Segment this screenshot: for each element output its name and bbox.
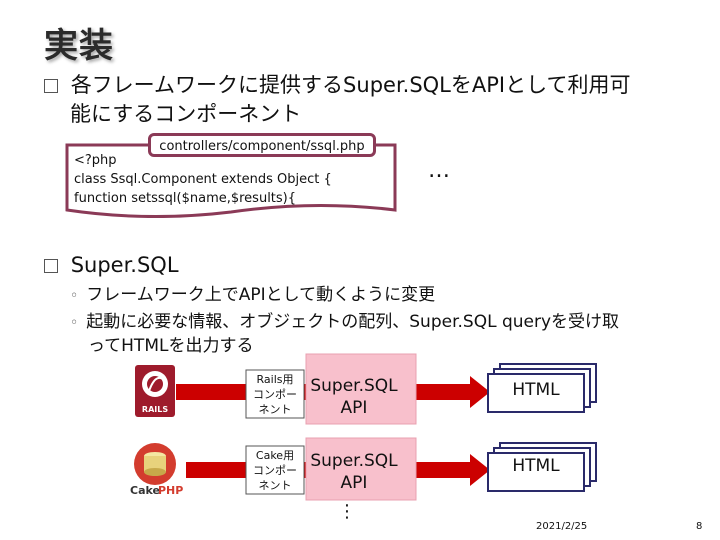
html-page-stack-front	[487, 373, 585, 413]
code-snippet: <?php class Ssql.Component extends Object…	[74, 151, 332, 208]
cakephp-logo-text-a: Cake	[130, 484, 160, 497]
api-box-row-1	[305, 353, 417, 425]
bullet-1-line-1: 各フレームワークに提供するSuper.SQLをAPIとして利用可	[70, 73, 631, 97]
code-line: class Ssql.Component extends Object {	[74, 172, 332, 187]
bullet-1: 各フレームワークに提供するSuper.SQLをAPIとして利用可	[44, 70, 630, 100]
code-line: function setssql($name,$results){	[74, 191, 297, 206]
flow-diagram	[176, 353, 597, 501]
sub-bullet-1: ◦ フレームワーク上でAPIとして動くように変更	[70, 282, 435, 310]
bullet-2: Super.SQL	[44, 250, 179, 280]
code-document-shape	[65, 143, 397, 218]
label-line: コンポー	[253, 388, 297, 401]
api-label-row-2: Super.SQL API	[306, 450, 402, 494]
cakephp-logo: Cake PHP	[124, 440, 186, 498]
more-ellipsis: …	[428, 158, 453, 183]
api-label-line: Super.SQL	[310, 376, 398, 396]
html-output-row-1: HTML	[512, 380, 560, 400]
api-label-line: API	[340, 473, 368, 493]
footer-date: 2021/2/25	[536, 521, 588, 532]
api-label-line: API	[340, 398, 368, 418]
html-page-stack-front	[487, 452, 585, 492]
label-line: Cake用	[255, 449, 295, 462]
code-line: <?php	[74, 153, 117, 168]
continue-dots: ⋮	[338, 501, 356, 522]
circle-bullet-icon: ◦	[70, 315, 79, 331]
api-box-row-2	[305, 437, 417, 501]
bullet-1-line-2: 能にするコンポーネント	[70, 102, 302, 126]
slide-title: 実装	[44, 26, 114, 66]
api-label-row-1: Super.SQL API	[306, 375, 402, 419]
html-output-row-2: HTML	[512, 456, 560, 476]
rails-logo-text: RAILS	[142, 405, 168, 414]
bullet-2-text: Super.SQL	[70, 253, 179, 277]
sub-bullet-1-text: フレームワーク上でAPIとして動くように変更	[86, 285, 436, 305]
sub-bullet-2: ◦ 起動に必要な情報、オブジェクトの配列、Super.SQL queryを受け取	[70, 309, 619, 337]
rails-logo: RAILS	[134, 364, 176, 418]
component-box-row-1	[245, 369, 305, 419]
component-box-row-2	[245, 445, 305, 495]
cakephp-logo-icon: Cake PHP	[130, 443, 183, 497]
api-label-line: Super.SQL	[310, 451, 398, 471]
label-line: コンポー	[253, 464, 297, 477]
sub-bullet-2-line-2: ってHTMLを出力する	[88, 336, 254, 356]
square-bullet-icon	[44, 79, 58, 93]
code-file-label: controllers/component/ssql.php	[148, 133, 376, 157]
sub-bullet-2-line-1: 起動に必要な情報、オブジェクトの配列、Super.SQL queryを受け取	[86, 312, 620, 332]
label-line: Rails用	[256, 373, 294, 386]
rails-logo-icon: RAILS	[135, 365, 175, 417]
cake-component-label: Cake用 コンポー ネント	[247, 448, 303, 493]
square-bullet-icon	[44, 259, 58, 273]
circle-bullet-icon: ◦	[70, 288, 79, 304]
page-number: 8	[696, 521, 703, 532]
label-line: ネント	[258, 403, 292, 416]
rails-component-label: Rails用 コンポー ネント	[247, 372, 303, 417]
label-line: ネント	[258, 479, 292, 492]
cakephp-logo-text-b: PHP	[158, 484, 183, 497]
